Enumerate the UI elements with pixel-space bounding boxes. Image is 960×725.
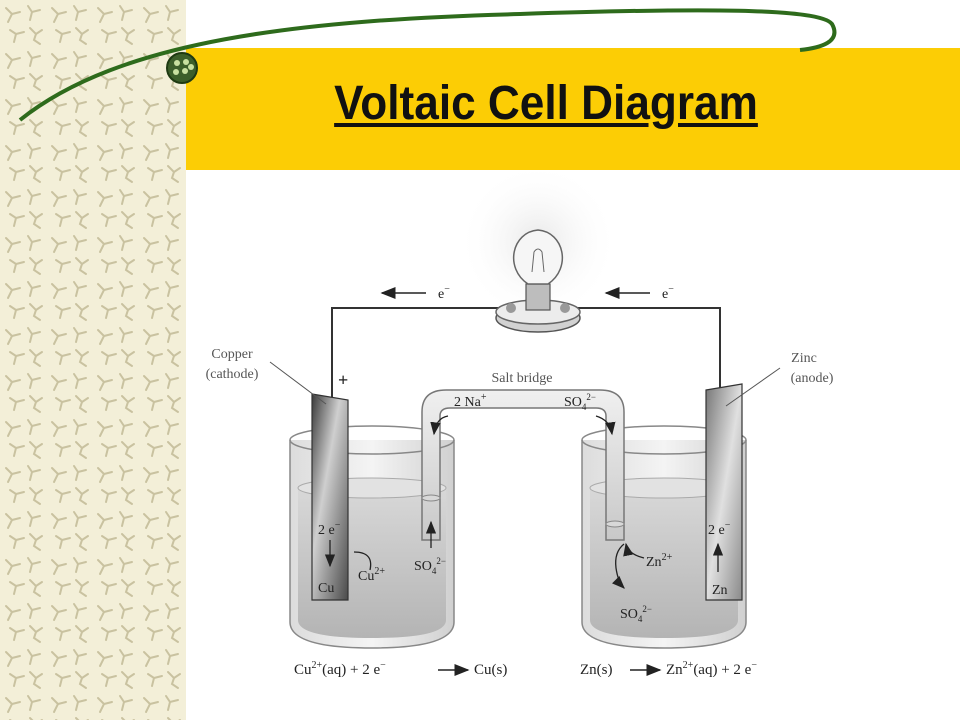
electron-label-right: e− bbox=[662, 284, 674, 302]
zinc-metal-label: Zn bbox=[712, 583, 728, 598]
anode-name-label: Zinc bbox=[791, 351, 817, 366]
sodium-arrow bbox=[430, 415, 449, 436]
zinc-electrode bbox=[705, 383, 743, 601]
copper-ion-label: Cu2+ bbox=[358, 566, 385, 584]
cathode-reaction-product: Cu(s) bbox=[474, 662, 507, 678]
cathode-name-label: Copper bbox=[211, 347, 253, 362]
anode-electrons-label: 2 e− bbox=[708, 520, 731, 538]
anode-reaction-reactant: Zn(s) bbox=[580, 662, 613, 678]
left-sulfate-label: SO42− bbox=[414, 556, 446, 576]
title-band bbox=[186, 48, 960, 170]
slide-title: Voltaic Cell Diagram bbox=[334, 77, 758, 130]
anode-role-label: (anode) bbox=[791, 371, 834, 386]
electron-label-left: e− bbox=[438, 284, 450, 302]
sodium-ion-label: 2 Na+ bbox=[454, 392, 487, 410]
cathode-half-reaction: Cu2+(aq) + 2 e− bbox=[294, 660, 386, 678]
copper-electrode bbox=[311, 393, 349, 601]
right-sulfate-arrow bbox=[612, 543, 625, 589]
copper-metal-label: Cu bbox=[318, 581, 334, 596]
zinc-ion-arrow bbox=[623, 542, 645, 559]
right-solution bbox=[590, 488, 738, 638]
zinc-ion-label: Zn2+ bbox=[646, 552, 673, 570]
decorative-pattern-panel bbox=[0, 0, 186, 720]
cathode-electrons-label: 2 e− bbox=[318, 520, 341, 538]
plus-terminal-label: + bbox=[338, 370, 348, 390]
anode-callout-line bbox=[725, 367, 781, 407]
cathode-callout-line bbox=[269, 361, 327, 405]
copper-ion-arrow bbox=[353, 551, 372, 571]
swoosh-line bbox=[18, 8, 837, 122]
left-wire bbox=[331, 307, 500, 402]
light-bulb-icon bbox=[495, 229, 581, 333]
right-wire bbox=[570, 307, 721, 392]
molecule-pattern-graphic bbox=[0, 0, 186, 720]
cathode-role-label: (cathode) bbox=[206, 367, 259, 382]
anode-half-reaction: Zn2+(aq) + 2 e− bbox=[666, 660, 757, 678]
bridge-sulfate-arrow bbox=[595, 415, 616, 436]
salt-bridge bbox=[421, 389, 625, 541]
right-sulfate-label: SO42− bbox=[620, 604, 652, 624]
bridge-sulfate-label: SO42− bbox=[564, 392, 596, 412]
voltaic-cell-diagram: e− e− Salt bridge 2 Na+ SO42− + Copper (… bbox=[206, 172, 834, 678]
salt-bridge-label: Salt bridge bbox=[491, 371, 552, 386]
bead-icon bbox=[166, 52, 198, 84]
